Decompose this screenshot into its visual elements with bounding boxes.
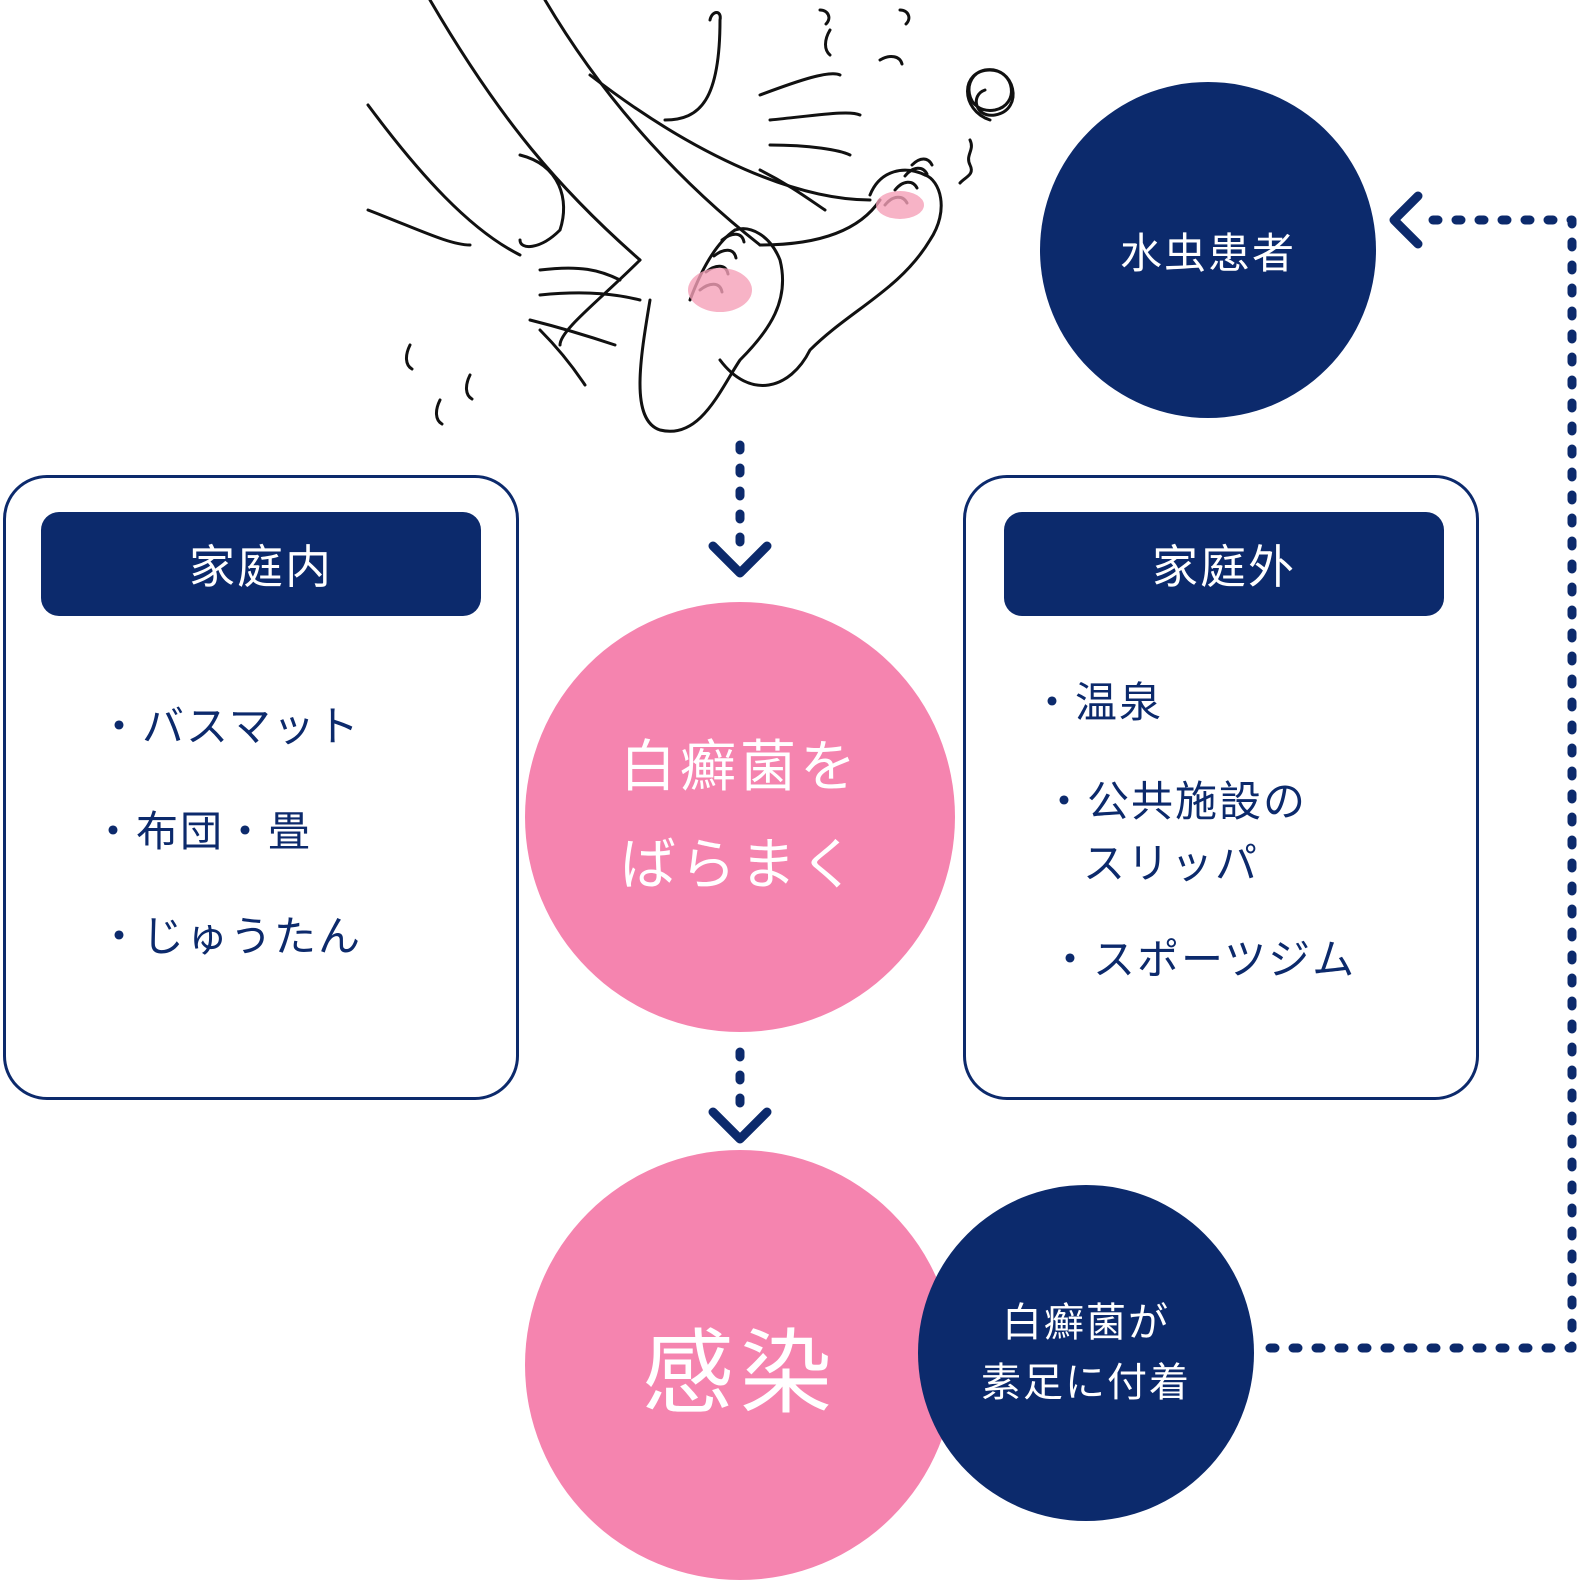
patient-circle: 水虫患者 xyxy=(1040,82,1376,418)
patient-label: 水虫患者 xyxy=(1119,228,1296,278)
chevron-down-icon xyxy=(708,1107,772,1144)
outside-item-public-facility: ・公共施設の xyxy=(1043,777,1308,826)
outside-panel: 家庭外 ・温泉 ・公共施設の スリッパ ・スポーツジム xyxy=(963,475,1479,1100)
chevron-left-icon xyxy=(1389,191,1423,249)
outside-panel-title: 家庭外 xyxy=(1004,512,1444,616)
spread-line1: 白癬菌を xyxy=(620,735,860,800)
home-item-bathmat: ・バスマット xyxy=(98,702,361,751)
attach-circle: 白癬菌が 素足に付着 xyxy=(918,1185,1254,1521)
spread-circle: 白癬菌を ばらまく xyxy=(525,602,955,1032)
home-item-futon-tatami: ・布団・畳 xyxy=(92,807,313,856)
washing-feet-illustration xyxy=(366,0,1015,433)
spread-line2: ばらまく xyxy=(620,833,860,898)
home-panel: 家庭内 ・バスマット ・布団・畳 ・じゅうたん xyxy=(3,475,519,1100)
home-item-carpet: ・じゅうたん xyxy=(98,912,363,961)
infection-label: 感染 xyxy=(641,1319,838,1427)
infection-circle: 感染 xyxy=(525,1150,955,1580)
outside-item-slippers: スリッパ xyxy=(1083,839,1260,888)
home-panel-title: 家庭内 xyxy=(41,512,481,616)
attach-line1: 白癬菌が xyxy=(1002,1300,1170,1346)
outside-item-sports-gym: ・スポーツジム xyxy=(1049,935,1357,984)
outside-item-onsen: ・温泉 xyxy=(1031,678,1164,727)
attach-line2: 素足に付着 xyxy=(981,1360,1191,1406)
chevron-down-icon xyxy=(708,541,772,578)
